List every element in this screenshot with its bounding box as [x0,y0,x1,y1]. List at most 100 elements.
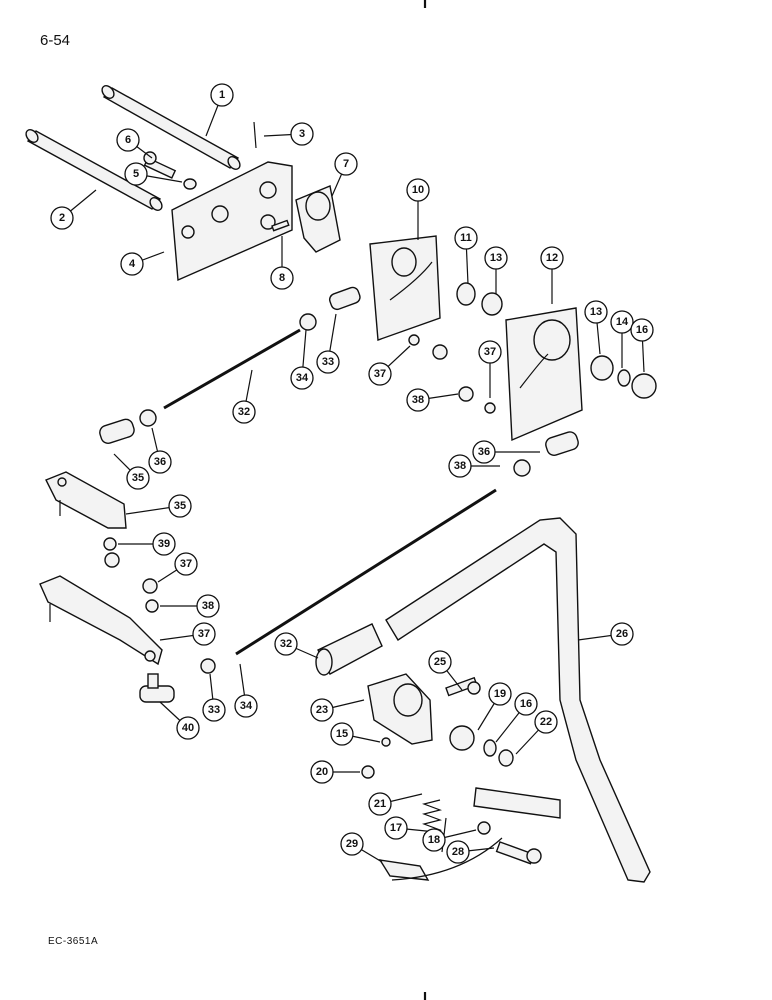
callout-label: 19 [494,688,506,700]
nut-part-21 [361,765,375,779]
washer-part-37 [408,334,420,346]
bracket-part-7 [295,185,341,253]
washer-part-5 [183,178,197,190]
callout-35: 35 [168,494,192,518]
callout-23: 23 [310,698,334,722]
callout-20: 20 [310,760,334,784]
shaft-part-1 [101,85,241,170]
callout-label: 33 [322,356,334,368]
callout-label: 3 [299,128,305,140]
spacer-part-13b [590,355,614,381]
callout-2: 2 [50,206,74,230]
bushing-part-16 [631,373,657,399]
spacer-part-13 [481,292,503,316]
callout-13: 13 [484,246,508,270]
callout-label: 16 [520,698,532,710]
nut-part-34b [200,658,216,674]
washer-part-37c [103,537,117,551]
callout-12: 12 [540,246,564,270]
callout-4: 4 [120,252,144,276]
callout-38: 38 [406,388,430,412]
callout-label: 38 [202,600,214,612]
callout-37: 37 [478,340,502,364]
callout-16: 16 [514,692,538,716]
shaft-part-2 [25,129,163,211]
callout-38: 38 [448,454,472,478]
trunnion-part-35b [545,431,579,456]
callout-label: 26 [616,628,628,640]
pin-part-8 [271,219,290,232]
callout-label: 13 [490,252,502,264]
callout-6: 6 [116,128,140,152]
callout-label: 40 [182,722,194,734]
bolt-part-6 [143,151,177,179]
callout-label: 32 [238,406,250,418]
callout-label: 33 [208,704,220,716]
callout-label: 28 [452,846,464,858]
callout-8: 8 [270,266,294,290]
callout-3: 3 [290,122,314,146]
lever-part-40 [39,575,163,666]
callout-32: 32 [274,632,298,656]
nut-part-38b [458,386,474,402]
callout-label: 35 [132,472,144,484]
washer-part-37b [484,402,496,414]
callout-label: 4 [129,258,136,270]
callout-28: 28 [446,840,470,864]
nut-part-34 [299,313,317,331]
nut-part-38d [142,578,158,594]
nut-part-38 [432,344,448,360]
callout-7: 7 [334,152,358,176]
washer-part-22 [483,739,497,757]
callout-32: 32 [232,400,256,424]
callout-10: 10 [406,178,430,202]
callout-38: 38 [196,594,220,618]
callout-label: 17 [390,822,402,834]
callout-5: 5 [124,162,148,186]
callout-label: 37 [374,368,386,380]
nut-part-36 [139,409,157,427]
callout-16: 16 [630,318,654,342]
callout-33: 33 [316,350,340,374]
callout-11: 11 [454,226,478,250]
spacer-part-11 [456,282,476,306]
callout-37: 37 [174,552,198,576]
clip-part-23 [498,749,514,767]
callout-label: 21 [374,798,386,810]
callout-17: 17 [384,816,408,840]
callout-label: 10 [412,184,424,196]
callout-label: 23 [316,704,328,716]
callout-label: 20 [316,766,328,778]
callout-label: 37 [484,346,496,358]
callout-label: 18 [428,834,440,846]
callout-label: 14 [616,316,629,328]
callout-label: 1 [219,89,225,101]
callout-36: 36 [148,450,172,474]
callout-label: 35 [174,500,186,512]
pivot-part-15 [367,673,433,745]
callout-label: 11 [460,232,472,244]
callout-label: 36 [478,446,490,458]
callout-label: 32 [280,638,292,650]
callout-label: 37 [180,558,192,570]
callout-14: 14 [610,310,634,334]
callout-label: 22 [540,716,552,728]
callout-label: 12 [546,252,558,264]
washer-part-20 [381,737,391,747]
callout-label: 29 [346,838,358,850]
callout-15: 15 [330,722,354,746]
callout-label: 34 [240,700,253,712]
callout-35: 35 [126,466,150,490]
callout-18: 18 [422,828,446,852]
trunnion-part-35 [99,418,135,444]
callout-label: 5 [133,168,139,180]
callout-label: 38 [412,394,424,406]
callout-label: 38 [454,460,466,472]
callout-label: 7 [343,158,349,170]
plate-part-4 [171,161,293,282]
callout-label: 25 [434,656,446,668]
pedal-lever-part-25 [385,517,651,883]
callout-label: 6 [125,134,131,146]
callout-34: 34 [234,694,258,718]
